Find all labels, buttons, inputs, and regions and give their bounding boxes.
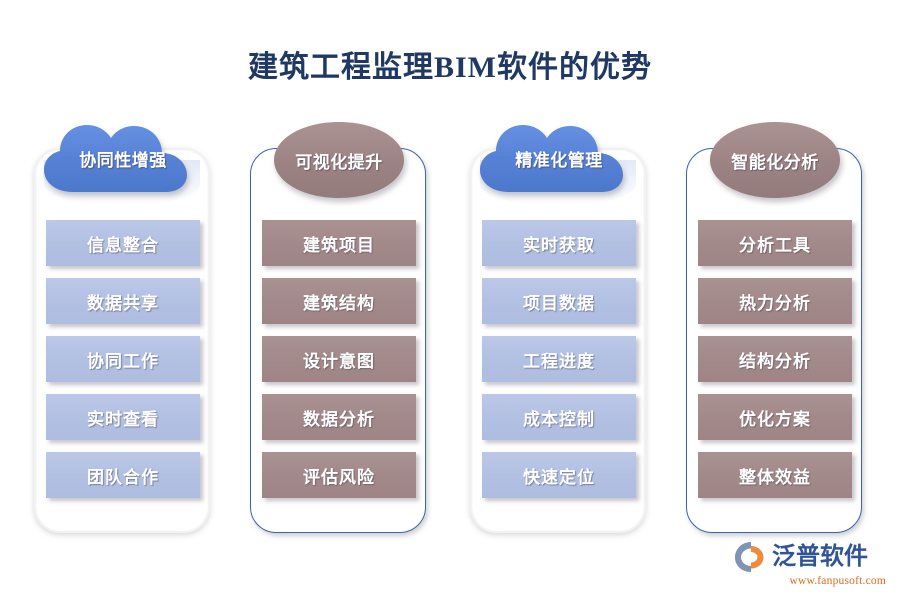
advantage-item: 信息整合 (46, 220, 200, 266)
advantage-item: 快速定位 (482, 452, 636, 498)
column-header-badge: 精准化管理 (460, 108, 658, 216)
advantage-item: 结构分析 (698, 336, 852, 382)
column-item-list: 信息整合数据共享协同工作实时查看团队合作 (46, 220, 200, 510)
logo-row: 泛普软件 (734, 540, 886, 574)
logo-text: 泛普软件 (772, 544, 868, 570)
advantage-column: 协同性增强信息整合数据共享协同工作实时查看团队合作 (24, 108, 222, 540)
page-title: 建筑工程监理BIM软件的优势 (248, 51, 652, 84)
advantage-item: 建筑结构 (262, 278, 416, 324)
advantage-item: 实时获取 (482, 220, 636, 266)
advantage-item: 热力分析 (698, 278, 852, 324)
column-item-list: 实时获取项目数据工程进度成本控制快速定位 (482, 220, 636, 510)
advantage-item: 项目数据 (482, 278, 636, 324)
advantage-column: 可视化提升建筑项目建筑结构设计意图数据分析评估风险 (240, 108, 438, 540)
fanpu-logo-icon (735, 542, 764, 572)
advantage-item: 评估风险 (262, 452, 416, 498)
cloud-shape-icon (480, 125, 623, 192)
column-header-badge: 协同性增强 (24, 108, 222, 216)
advantage-item: 优化方案 (698, 394, 852, 440)
column-header-label: 精准化管理 (515, 151, 603, 170)
logo-url: www.fanpusoft.com (789, 575, 886, 587)
advantage-item: 数据共享 (46, 278, 200, 324)
columns-container: 协同性增强信息整合数据共享协同工作实时查看团队合作可视化提升建筑项目建筑结构设计… (0, 108, 900, 548)
ellipse-shape-icon (710, 122, 840, 198)
column-header-label: 可视化提升 (295, 153, 383, 172)
column-header-label: 智能化分析 (731, 153, 819, 172)
advantage-item: 数据分析 (262, 394, 416, 440)
advantage-item: 分析工具 (698, 220, 852, 266)
advantage-item: 成本控制 (482, 394, 636, 440)
column-header-badge: 智能化分析 (676, 108, 874, 216)
column-header-badge: 可视化提升 (240, 108, 438, 216)
column-item-list: 分析工具热力分析结构分析优化方案整体效益 (698, 220, 852, 510)
brand-logo: 泛普软件 www.fanpusoft.com (734, 540, 886, 592)
column-item-list: 建筑项目建筑结构设计意图数据分析评估风险 (262, 220, 416, 510)
advantage-item: 团队合作 (46, 452, 200, 498)
column-header-label: 协同性增强 (79, 151, 167, 170)
cloud-shape-icon (44, 125, 187, 192)
advantage-item: 实时查看 (46, 394, 200, 440)
advantage-item: 整体效益 (698, 452, 852, 498)
advantage-item: 协同工作 (46, 336, 200, 382)
advantage-item: 建筑项目 (262, 220, 416, 266)
advantage-item: 工程进度 (482, 336, 636, 382)
advantage-column: 精准化管理实时获取项目数据工程进度成本控制快速定位 (460, 108, 658, 540)
advantage-item: 设计意图 (262, 336, 416, 382)
advantage-column: 智能化分析分析工具热力分析结构分析优化方案整体效益 (676, 108, 874, 540)
ellipse-shape-icon (274, 122, 404, 198)
